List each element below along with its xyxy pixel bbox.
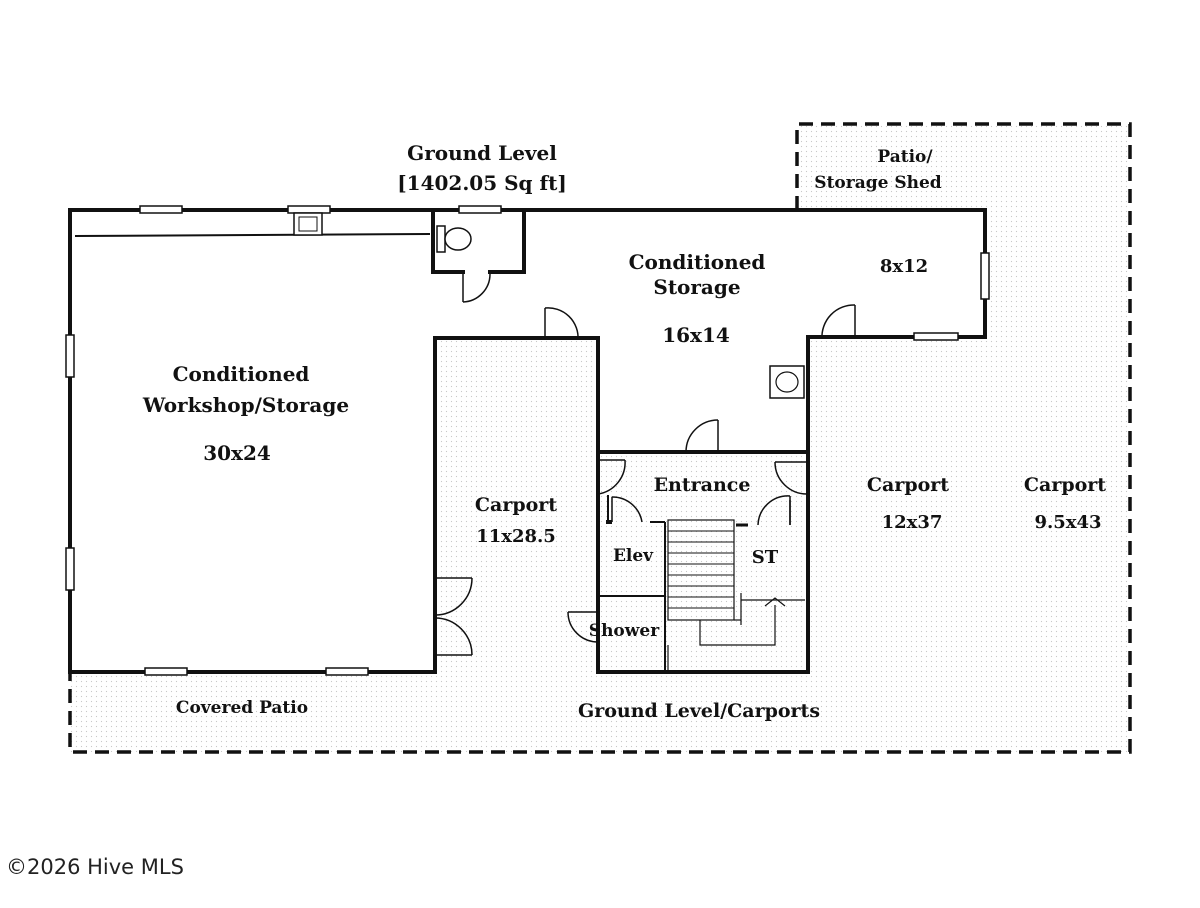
- entrance-door-right-icon: [774, 461, 809, 495]
- entrance-label: Entrance: [654, 474, 751, 496]
- workshop-size: 30x24: [203, 441, 271, 465]
- fixtures: [293, 212, 805, 399]
- st-door-icon: [757, 495, 791, 526]
- labels: Ground Level [1402.05 Sq ft] Conditioned…: [142, 141, 1106, 722]
- storage-size: 16x14: [662, 323, 730, 347]
- storage-label-line1: Conditioned: [629, 250, 766, 274]
- carport-left-size: 11x28.5: [476, 526, 556, 547]
- storage-label-line2: Storage: [653, 275, 740, 299]
- stairs-label: ST: [752, 547, 779, 568]
- windows: [65, 205, 990, 676]
- shed-label-line2: Storage Shed: [814, 173, 942, 193]
- ground-carports-label: Ground Level/Carports: [578, 700, 820, 722]
- carport-right-label: Carport: [1024, 474, 1106, 496]
- storage-sink-icon: [769, 365, 805, 399]
- carport-left-label: Carport: [475, 494, 557, 516]
- shower-label: Shower: [589, 621, 660, 641]
- storage-door-right-icon: [821, 304, 856, 340]
- stairs-icon: [667, 500, 805, 672]
- workshop-sink-icon: [293, 212, 323, 236]
- storage-door-left-icon: [544, 307, 579, 341]
- bath-door-icon: [462, 272, 491, 303]
- plan-title: Ground Level: [407, 141, 557, 165]
- carport-right-size: 9.5x43: [1034, 512, 1101, 533]
- walls: [68, 208, 987, 674]
- workshop-label-line1: Conditioned: [173, 362, 310, 386]
- shed-size: 8x12: [880, 256, 928, 277]
- shower-door-icon: [567, 611, 599, 643]
- workshop-label-line2: Workshop/Storage: [142, 393, 349, 417]
- carport-mid-label: Carport: [867, 474, 949, 496]
- watermark: ©2026 Hive MLS: [6, 855, 184, 879]
- entrance-door-left-icon: [597, 459, 626, 495]
- plan-area: [1402.05 Sq ft]: [397, 171, 567, 195]
- carport-dashed-boundary: [68, 122, 1132, 754]
- entrance-door-top-icon: [685, 419, 719, 453]
- elevator-label: Elev: [613, 546, 654, 566]
- toilet-icon: [436, 225, 472, 253]
- carport-mid-size: 12x37: [882, 512, 943, 533]
- doors: [434, 272, 856, 656]
- elevator-door-icon: [611, 496, 643, 523]
- shed-label-line1: Patio/: [877, 147, 933, 167]
- covered-patio-label: Covered Patio: [176, 698, 308, 718]
- workshop-double-door-icon: [434, 577, 473, 656]
- workshop-floor: [71, 211, 433, 671]
- outdoor-areas: [70, 124, 1130, 752]
